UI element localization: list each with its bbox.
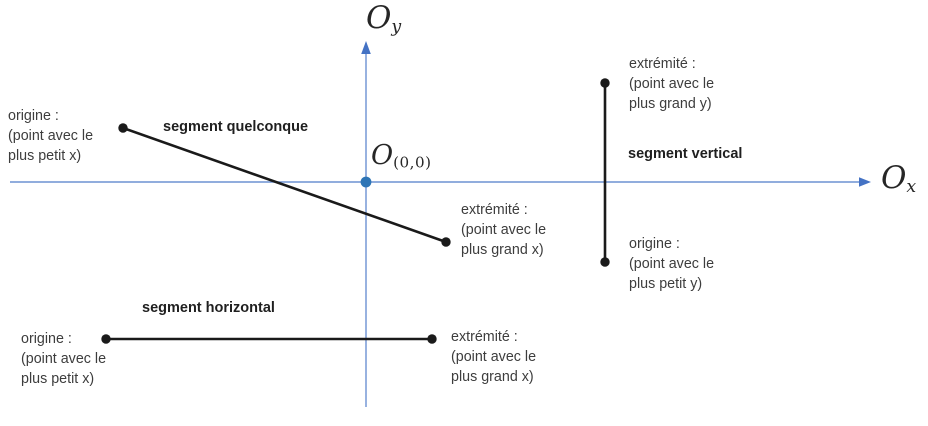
segment-quelconque-origin-point xyxy=(118,123,128,133)
segment-quelconque-line xyxy=(121,126,448,244)
y-axis-label: Oy xyxy=(366,0,401,37)
segment-horizontal-origin-point xyxy=(101,334,111,344)
segment-vertical-origin-point xyxy=(600,257,610,267)
y-axis-label-sub: y xyxy=(391,16,402,37)
x-axis-label-base: O xyxy=(881,160,907,196)
origin-label-sub: (0,0) xyxy=(393,153,432,172)
segment-quelconque-extremity-caption: extrémité : (point avec le plus grand x) xyxy=(461,202,547,258)
segment-vertical-origin-caption: origine : (point avec le plus petit y) xyxy=(629,236,715,292)
segment-quelconque-extremity-point xyxy=(441,237,451,247)
segment-vertical-extremity-point xyxy=(600,78,610,88)
segment-quelconque-origin-caption: origine : (point avec le plus petit x) xyxy=(8,108,94,164)
segment-horizontal-label: segment horizontal xyxy=(142,300,275,316)
origin-label-base: O xyxy=(371,140,394,171)
segment-horizontal-origin-caption: origine : (point avec le plus petit x) xyxy=(21,331,107,387)
origin-label: O(0,0) xyxy=(371,140,431,171)
x-axis-label-sub: x xyxy=(906,176,917,197)
origin-point xyxy=(360,176,372,188)
y-axis-arrowhead xyxy=(361,41,371,54)
segment-quelconque-label: segment quelconque xyxy=(163,119,309,135)
segment-horizontal-extremity-caption: extrémité : (point avec le plus grand x) xyxy=(451,329,537,385)
x-axis-label: Ox xyxy=(881,160,916,197)
segment-vertical-extremity-caption: extrémité : (point avec le plus grand y) xyxy=(629,56,715,112)
segment-vertical-label: segment vertical xyxy=(628,146,743,162)
x-axis-arrowhead xyxy=(859,177,871,187)
segment-horizontal-extremity-point xyxy=(427,334,437,344)
y-axis-label-base: O xyxy=(366,0,392,36)
